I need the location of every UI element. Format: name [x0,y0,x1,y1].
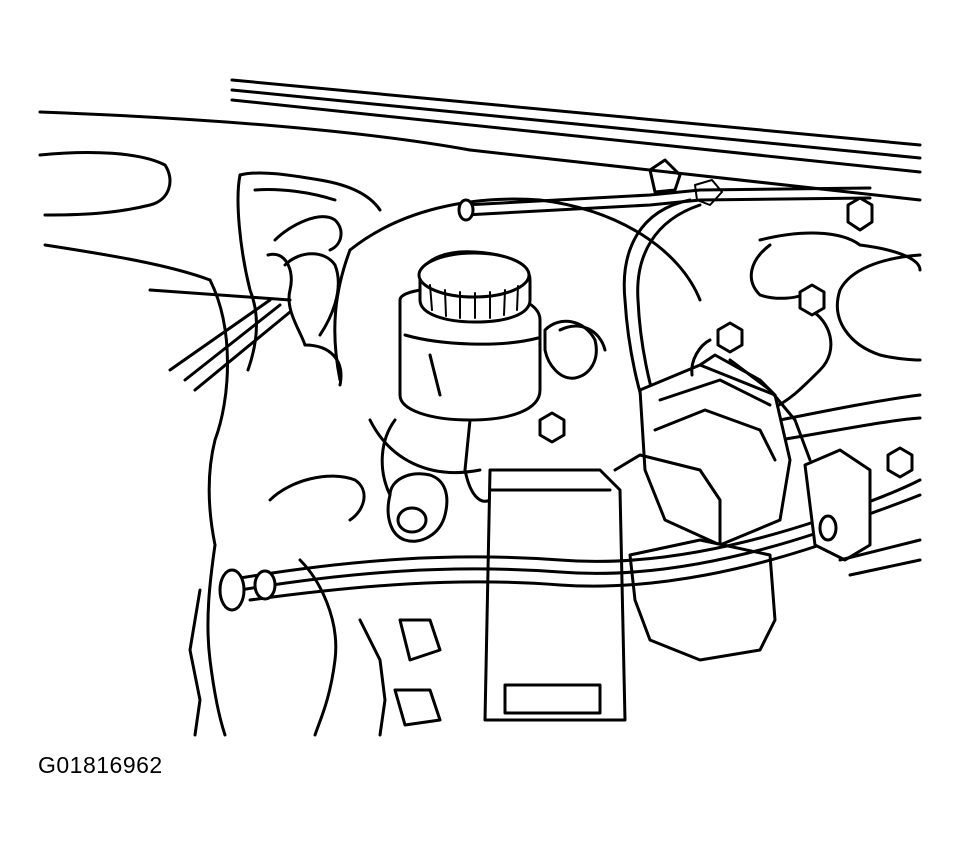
engine-bay-line-illustration [38,78,922,737]
control-module [638,338,812,547]
master-cylinder-body [380,319,607,543]
cowl-panel-lines [38,78,922,202]
right-fender-lines [838,538,922,577]
figure-id-label: G01816962 [38,752,163,778]
left-fender-contour [38,150,292,547]
wiring-harness [218,448,922,612]
strut-tower [778,253,922,442]
bolt-fittings [538,196,914,479]
vacuum-line [457,158,872,222]
left-bracket-outline [236,171,382,372]
left-lower-structure [188,474,442,737]
master-cylinder-reservoir [398,250,542,422]
coolant-hose-left [266,215,343,387]
